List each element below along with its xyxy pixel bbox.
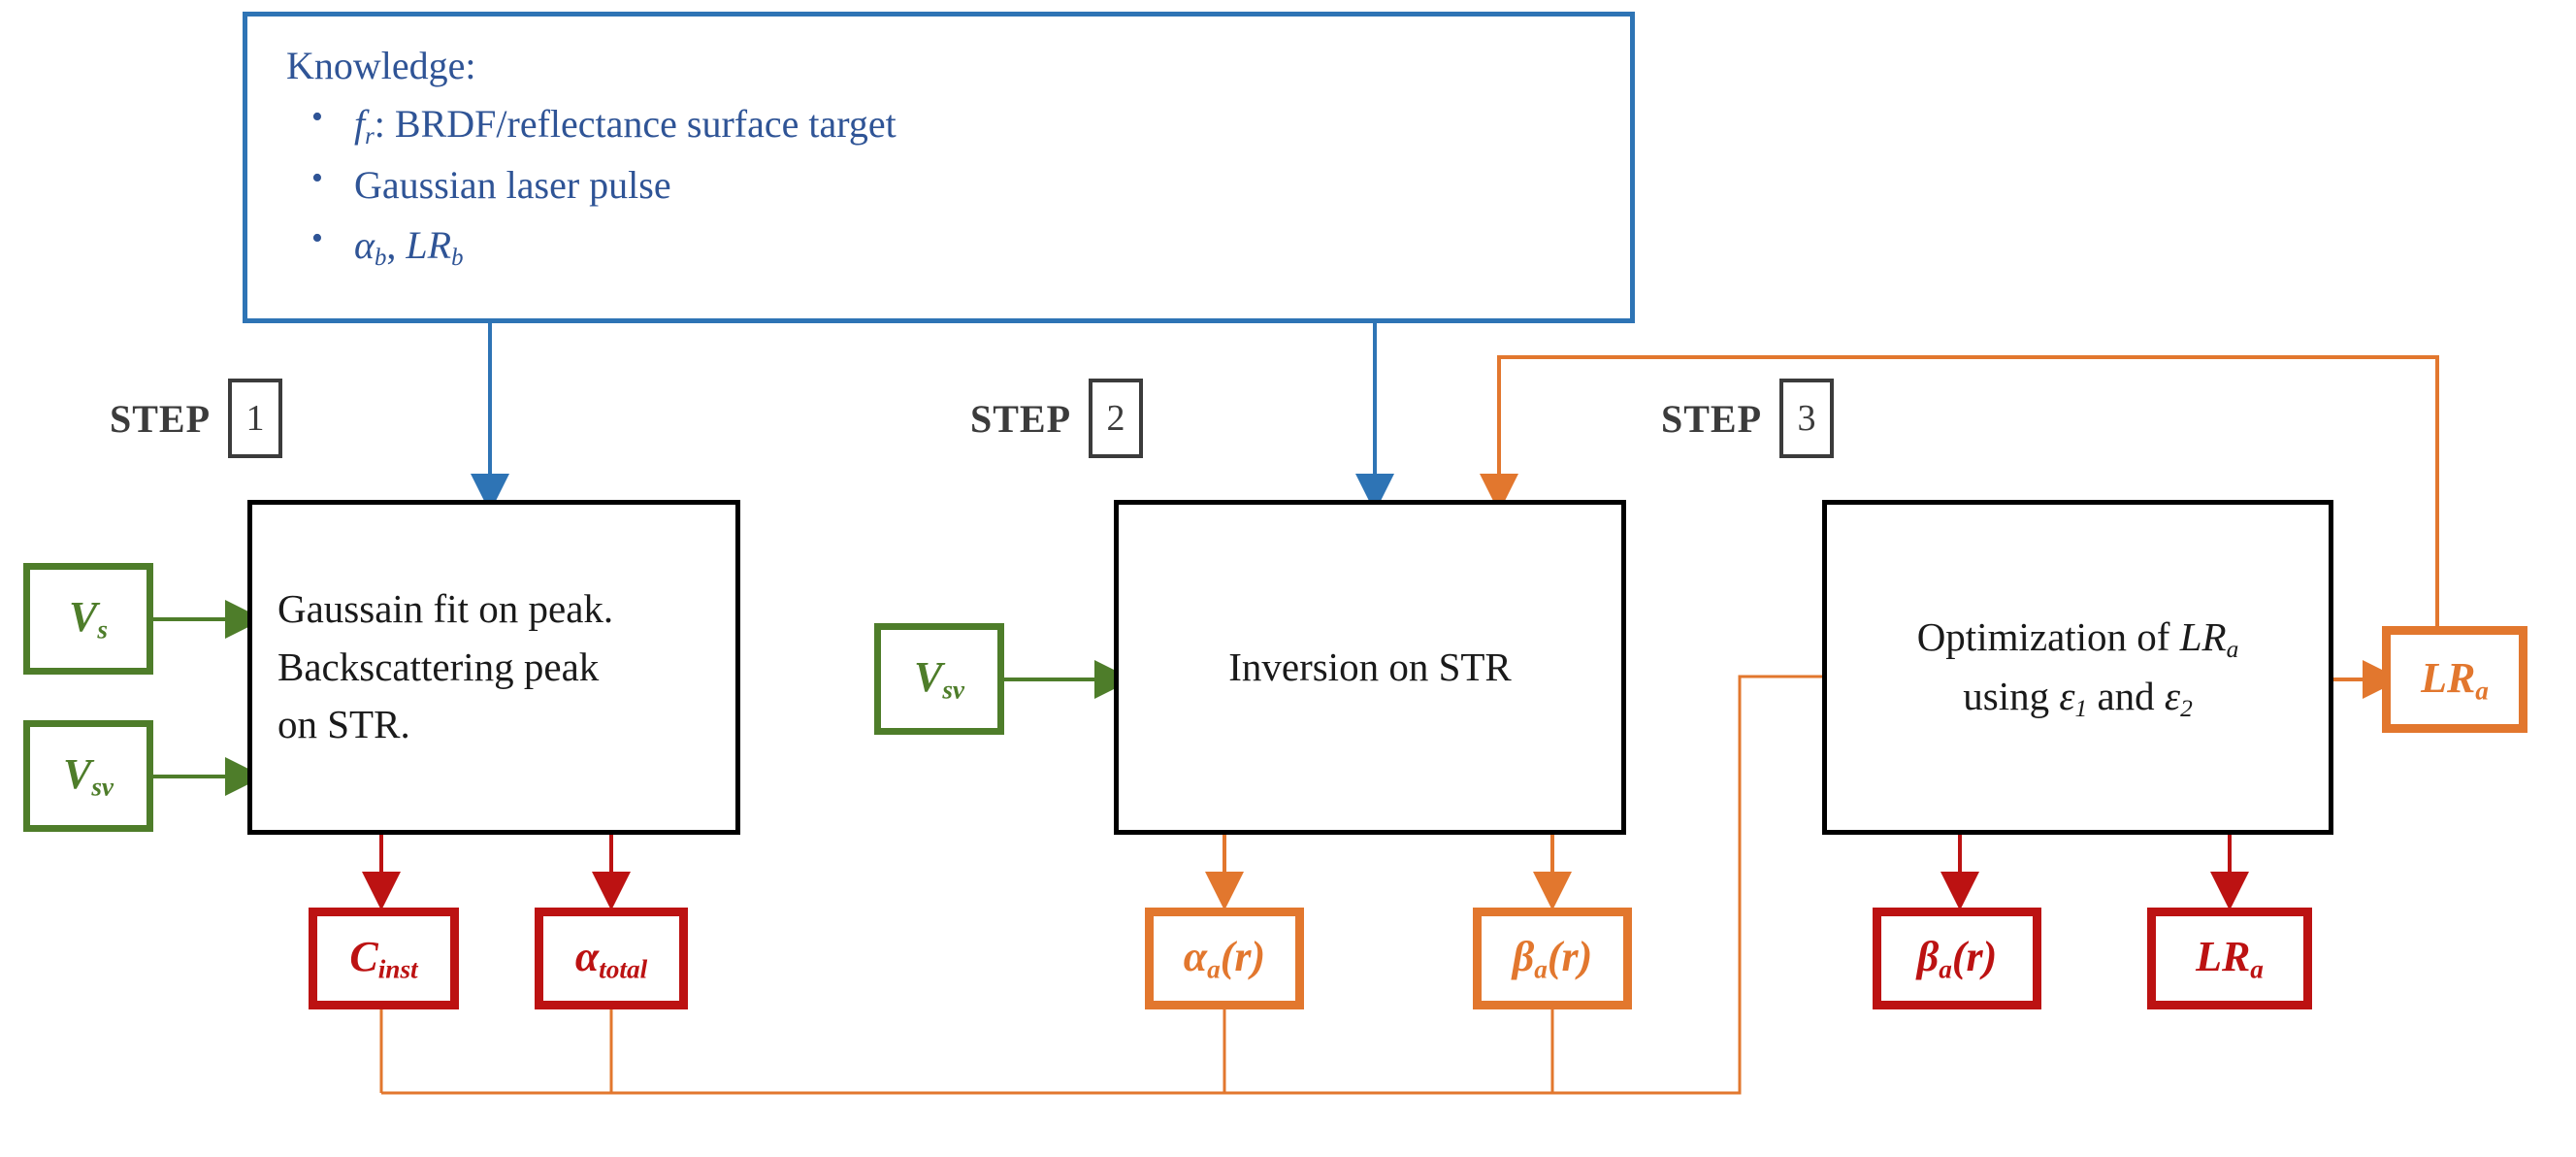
output-box-beta-a-r-orange-label: βa(r) [1512,933,1593,984]
step-label-1-word: STEP [110,396,212,441]
step-label-1-number: 1 [228,379,283,458]
step2-line1: Inversion on STR [1228,644,1512,689]
output-box-lr-a-red-label: LRa [2196,933,2264,984]
output-box-cinst[interactable]: Cinst [309,908,459,1009]
input-box-vs[interactable]: Vs [23,563,153,675]
symbol-epsilon-1: ε1 [2059,673,2088,722]
knowledge-panel: Knowledge: fr: BRDF/reflectance surface … [243,12,1635,323]
output-box-alpha-a-r[interactable]: αa(r) [1145,908,1304,1009]
step3-line2-mid: and [2087,673,2165,718]
knowledge-bullet-fr-text: : BRDF/reflectance surface target [374,102,897,146]
process-box-step1[interactable]: Gaussain fit on peak. Backscattering pea… [247,500,740,835]
output-box-alpha-a-r-label: αa(r) [1183,933,1266,984]
wire-lra-feedback-to-step2 [1480,355,2439,626]
step1-line3: on STR. [277,702,410,747]
step1-line2: Backscattering peak [277,644,600,689]
step1-line1: Gaussain fit on peak. [277,586,614,632]
step-label-3: STEP 3 [1661,379,1835,458]
input-box-vsv-step2[interactable]: Vsv [874,623,1004,735]
output-box-beta-a-r-red-label: βa(r) [1916,933,1998,984]
knowledge-bullet-list: fr: BRDF/reflectance surface target Gaus… [286,92,897,278]
step-label-2-number: 2 [1089,379,1144,458]
step-label-3-word: STEP [1661,396,1763,441]
knowledge-bullet-gaussian: Gaussian laser pulse [311,153,897,215]
input-box-vsv-step2-label: Vsv [913,653,965,705]
knowledge-bullet-fr: fr: BRDF/reflectance surface target [311,92,897,155]
step3-line2-pre: using [1963,673,2060,718]
knowledge-bullet-gaussian-text: Gaussian laser pulse [354,163,671,208]
step-label-3-number: 3 [1779,379,1835,458]
output-box-lr-a-orange-label: LRa [2421,653,2489,706]
output-box-lr-a-orange[interactable]: LRa [2382,626,2527,733]
input-box-vsv-step1[interactable]: Vsv [23,720,153,832]
symbol-lr-b: LRb [406,223,464,272]
step3-line2: using ε1 and ε2 [1963,668,2193,727]
step-label-2-word: STEP [970,396,1072,441]
input-box-vs-label: Vs [69,593,108,645]
symbol-alpha-b: αb [354,223,387,272]
output-box-cinst-label: Cinst [349,933,418,984]
symbol-lr-a-step3: LRa [2179,613,2239,663]
input-box-vsv-step1-label: Vsv [62,750,114,802]
process-box-step2[interactable]: Inversion on STR [1114,500,1626,835]
step3-line1-pre: Optimization of [1916,613,2180,659]
output-box-beta-a-r-orange[interactable]: βa(r) [1473,908,1632,1009]
knowledge-title: Knowledge: [286,44,476,87]
output-box-lr-a-red[interactable]: LRa [2147,908,2312,1009]
output-box-alpha-total[interactable]: αtotal [535,908,688,1009]
knowledge-bullet-alphab: αb, LRb [311,214,897,277]
step-label-2: STEP 2 [970,379,1144,458]
step-label-1: STEP 1 [110,379,283,458]
process-box-step3[interactable]: Optimization of LRa using ε1 and ε2 [1822,500,2333,835]
output-box-alpha-total-label: αtotal [574,933,648,984]
symbol-fr: fr [354,102,375,149]
step3-line1: Optimization of LRa [1917,609,2239,668]
output-box-beta-a-r-red[interactable]: βa(r) [1873,908,2041,1009]
knowledge-bullet-alphab-sep: , [386,223,407,268]
symbol-epsilon-2: ε2 [2164,673,2193,722]
wire-bottom-bus-to-step3 [381,675,1822,1095]
